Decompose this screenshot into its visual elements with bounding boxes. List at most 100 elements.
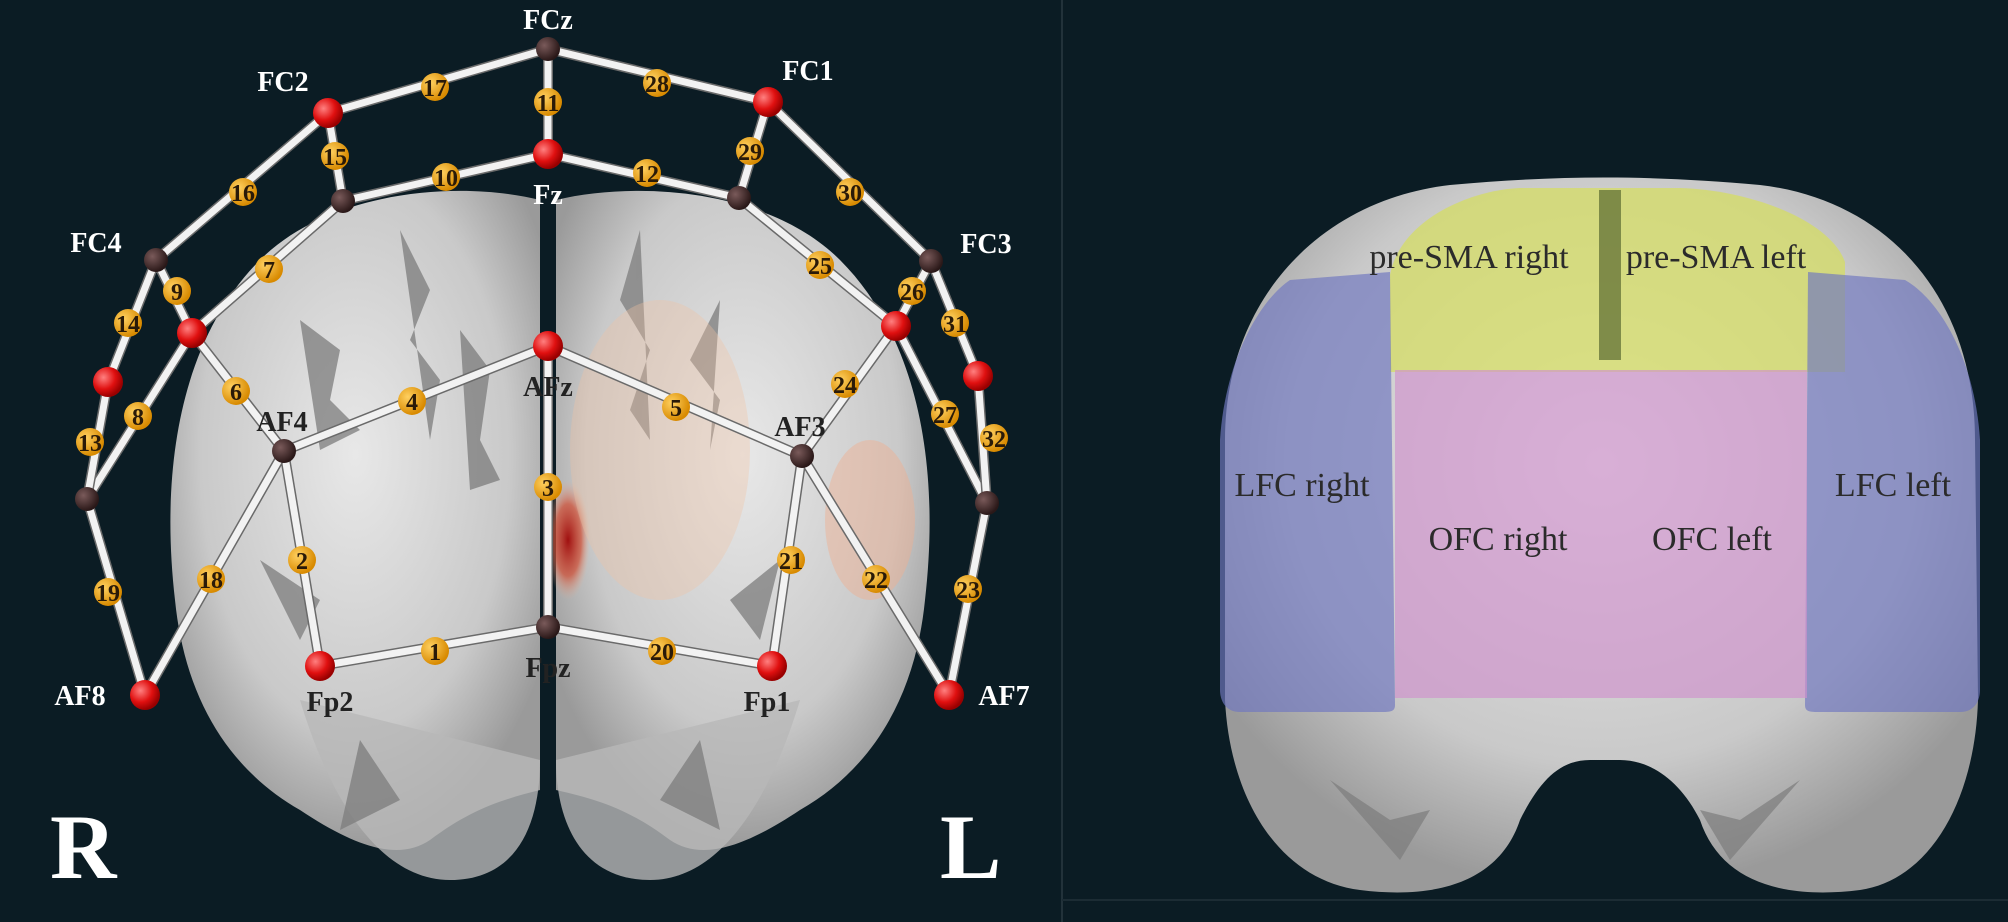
channel-27: 27: [931, 400, 959, 429]
region-label-lfc-left: LFC left: [1835, 467, 1952, 504]
channel-marker-icon: [836, 178, 864, 206]
channel-number: 23: [956, 578, 980, 604]
detector-optode-icon: [272, 439, 296, 463]
detector-optode-icon: [75, 487, 99, 511]
source-optode-icon: [313, 98, 343, 128]
channel-number: 9: [171, 280, 183, 306]
channel-marker-icon: [954, 575, 982, 603]
detector-optode-icon: [790, 444, 814, 468]
channel-number: 1: [429, 640, 441, 666]
left-hemisphere: [556, 190, 930, 850]
optode-label: FC2: [257, 67, 308, 98]
channel-marker-icon: [534, 88, 562, 116]
channel-marker-icon: [633, 159, 661, 187]
channel-marker-icon: [736, 137, 764, 165]
channel-number: 25: [808, 254, 832, 280]
channel-28: 28: [643, 69, 671, 98]
detector-optode-icon: [536, 615, 560, 639]
channel-marker-icon: [255, 255, 283, 283]
channel-number: 17: [423, 76, 447, 102]
channel-number: 31: [943, 312, 967, 338]
channel-marker-icon: [806, 251, 834, 279]
channel-number: 15: [323, 145, 347, 171]
region-label-ofc-right: OFC right: [1429, 521, 1568, 558]
channel-number: 10: [434, 166, 458, 192]
right-panel: pre-SMA right pre-SMA left LFC right LFC…: [1061, 0, 2008, 922]
channel-7: 7: [255, 255, 283, 284]
channel-number: 2: [296, 549, 308, 575]
channel-number: 29: [738, 140, 762, 166]
left-panel: 17 11 28 15 10 12 29 16 30 7 25 9 26 14 31 6 4 5 24 8 1 3 27 32…: [50, 5, 1030, 898]
channel-number: 16: [231, 181, 255, 207]
channel-marker-icon: [222, 377, 250, 405]
source-optode-icon: [934, 680, 964, 710]
region-label-lfc-right: LFC right: [1234, 467, 1370, 504]
channel-1: 1: [421, 637, 449, 666]
region-label-pre-sma-left: pre-SMA left: [1626, 239, 1807, 276]
channel-24: 24: [831, 370, 859, 399]
sulci: [260, 230, 780, 830]
region-lfc-right: [1220, 272, 1395, 712]
channel-number: 30: [838, 181, 862, 207]
channel-22: 22: [862, 565, 890, 594]
channel-29: 29: [736, 137, 764, 166]
source-optode-icon: [93, 367, 123, 397]
channel-11: 11: [534, 88, 562, 117]
channel-number: 5: [670, 396, 682, 422]
channel-marker-icon: [94, 578, 122, 606]
activation-blob: [570, 300, 750, 600]
channel-marker-icon: [432, 163, 460, 191]
channel-19: 19: [94, 578, 122, 607]
channel-9: 9: [163, 277, 191, 306]
channel-marker-icon: [931, 400, 959, 428]
source-optode-icon: [533, 331, 563, 361]
channel-26: 26: [898, 277, 926, 306]
channel-number: 4: [406, 390, 418, 416]
optode-label: AFz: [523, 372, 573, 403]
detector-optode-icon: [536, 37, 560, 61]
midline: [1599, 190, 1621, 360]
channel-20: 20: [648, 637, 676, 666]
channel-18: 18: [197, 565, 225, 594]
brain-left-view: [170, 190, 930, 880]
region-label-ofc-left: OFC left: [1652, 521, 1773, 558]
channel-17: 17: [421, 73, 449, 102]
source-optode-icon: [305, 651, 335, 681]
channel-marker-icon: [421, 637, 449, 665]
right-hemisphere: [170, 190, 540, 850]
channel-number: 14: [116, 312, 140, 338]
side-label-right: R: [50, 796, 118, 898]
channel-32: 32: [980, 424, 1008, 453]
source-optode-icon: [757, 651, 787, 681]
optode-label: FCz: [523, 5, 573, 36]
channel-marker-icon: [777, 546, 805, 574]
detector-optode-icon: [727, 186, 751, 210]
channel-number: 21: [779, 549, 803, 575]
channel-2: 2: [288, 546, 316, 575]
channel-8: 8: [124, 402, 152, 431]
channel-number: 27: [933, 403, 957, 429]
channel-marker-icon: [76, 428, 104, 456]
channel-16: 16: [229, 178, 257, 207]
channel-number: 11: [537, 91, 560, 117]
region-lfc-left: [1805, 272, 1980, 712]
channel-marker-icon: [114, 309, 142, 337]
channel-25: 25: [806, 251, 834, 280]
channel-marker-icon: [163, 277, 191, 305]
channel-3: 3: [534, 473, 562, 502]
channel-number: 18: [199, 568, 223, 594]
channel-marker-icon: [831, 370, 859, 398]
channel-23: 23: [954, 575, 982, 604]
channel-number: 12: [635, 162, 659, 188]
channel-marker-icon: [288, 546, 316, 574]
channel-number: 28: [645, 72, 669, 98]
channel-number: 6: [230, 380, 242, 406]
channel-marker-icon: [662, 393, 690, 421]
channel-number: 26: [900, 280, 924, 306]
optode-label: FC3: [960, 229, 1011, 260]
channel-6: 6: [222, 377, 250, 406]
channel-marker-icon: [648, 637, 676, 665]
